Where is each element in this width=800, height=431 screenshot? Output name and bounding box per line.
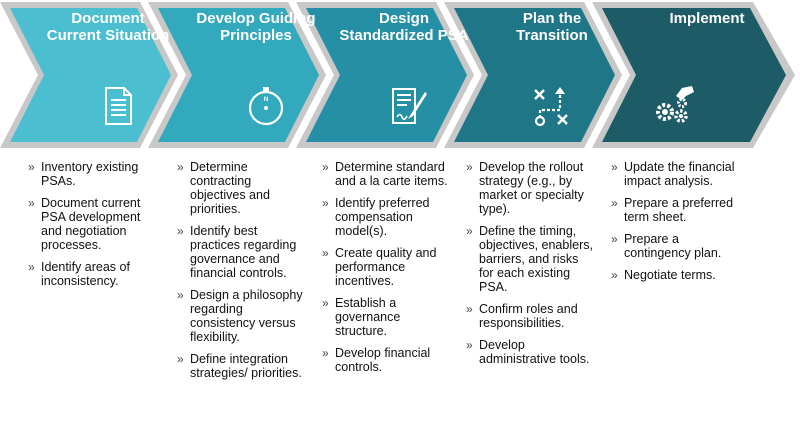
list-item: Define the timing, objectives, enablers,… <box>466 224 594 294</box>
list-item: Identify areas of inconsistency. <box>28 260 156 288</box>
strategy-icon <box>534 87 568 127</box>
list-item: Define integration strategies/ prioritie… <box>177 352 305 380</box>
list-item: Establish a governance structure. <box>322 296 450 338</box>
chevron-5 <box>602 8 786 142</box>
list-item: Determine contracting objectives and pri… <box>177 160 305 216</box>
list-item: Develop administrative tools. <box>466 338 594 366</box>
contract-icon <box>392 88 427 124</box>
stage-title-plan: Plan the Transition <box>516 10 588 44</box>
list-item: Create quality and performance incentive… <box>322 246 450 288</box>
list-item: Confirm roles and responsibilities. <box>466 302 594 330</box>
stage-title-document: Document Current Situation <box>46 10 170 44</box>
gears-hand-icon <box>656 86 694 123</box>
list-item: Document current PSA development and neg… <box>28 196 156 252</box>
list-item: Negotiate terms. <box>611 268 739 282</box>
list-item: Design a philosophy regarding consistenc… <box>177 288 305 344</box>
list-item: Develop financial controls. <box>322 346 450 374</box>
stage-list-design: Determine standard and a la carte items.… <box>322 160 450 382</box>
list-item: Update the financial impact analysis. <box>611 160 739 188</box>
stage-list-implement: Update the financial impact analysis. Pr… <box>611 160 739 290</box>
stage-list-document: Inventory existing PSAs. Document curren… <box>28 160 156 296</box>
stage-list-principles: Determine contracting objectives and pri… <box>177 160 305 388</box>
list-item: Prepare a preferred term sheet. <box>611 196 739 224</box>
document-icon <box>105 87 132 125</box>
list-item: Inventory existing PSAs. <box>28 160 156 188</box>
list-item: Prepare a contingency plan. <box>611 232 739 260</box>
chevron-3 <box>306 8 467 142</box>
stage-title-principles: Develop Guiding Principles <box>196 10 316 44</box>
list-item: Develop the rollout strategy (e.g., by m… <box>466 160 594 216</box>
list-item: Identify best practices regarding govern… <box>177 224 305 280</box>
stage-title-implement: Implement <box>669 10 745 27</box>
stage-title-design: Design Standardized PSA <box>339 10 469 44</box>
compass-icon: N <box>248 87 284 126</box>
chevron-2 <box>158 8 319 142</box>
svg-text:N: N <box>264 97 268 103</box>
stage-list-plan: Develop the rollout strategy (e.g., by m… <box>466 160 594 374</box>
list-item: Determine standard and a la carte items. <box>322 160 450 188</box>
process-chevrons <box>0 2 795 148</box>
chevron-4 <box>454 8 615 142</box>
list-item: Identify preferred compensation model(s)… <box>322 196 450 238</box>
